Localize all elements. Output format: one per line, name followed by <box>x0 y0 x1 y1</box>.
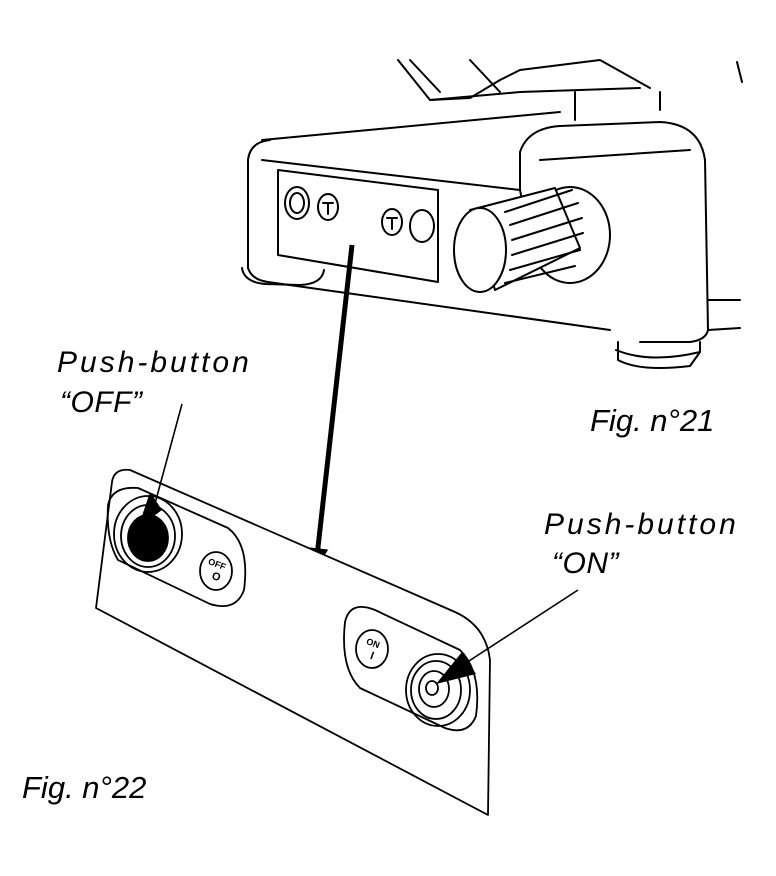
on-leader-arrowhead <box>436 652 476 684</box>
svg-text:I: I <box>369 650 376 662</box>
pointer-arrow-icon <box>307 244 355 570</box>
figure-22-caption: Fig. n°22 <box>22 770 147 805</box>
control-panel <box>95 468 491 816</box>
on-leader-line <box>451 589 579 673</box>
machine-illustration <box>241 59 743 369</box>
off-button-name: “OFF” <box>60 386 143 419</box>
on-button-title: Push-button <box>544 508 739 541</box>
off-button-title: Push-button <box>57 346 252 379</box>
svg-text:ON: ON <box>365 636 381 650</box>
on-symbol-icon: ON I <box>365 636 381 662</box>
on-button-name: “ON” <box>552 547 619 580</box>
figure-21-caption: Fig. n°21 <box>590 403 715 438</box>
off-leader-arrowhead <box>138 492 162 528</box>
